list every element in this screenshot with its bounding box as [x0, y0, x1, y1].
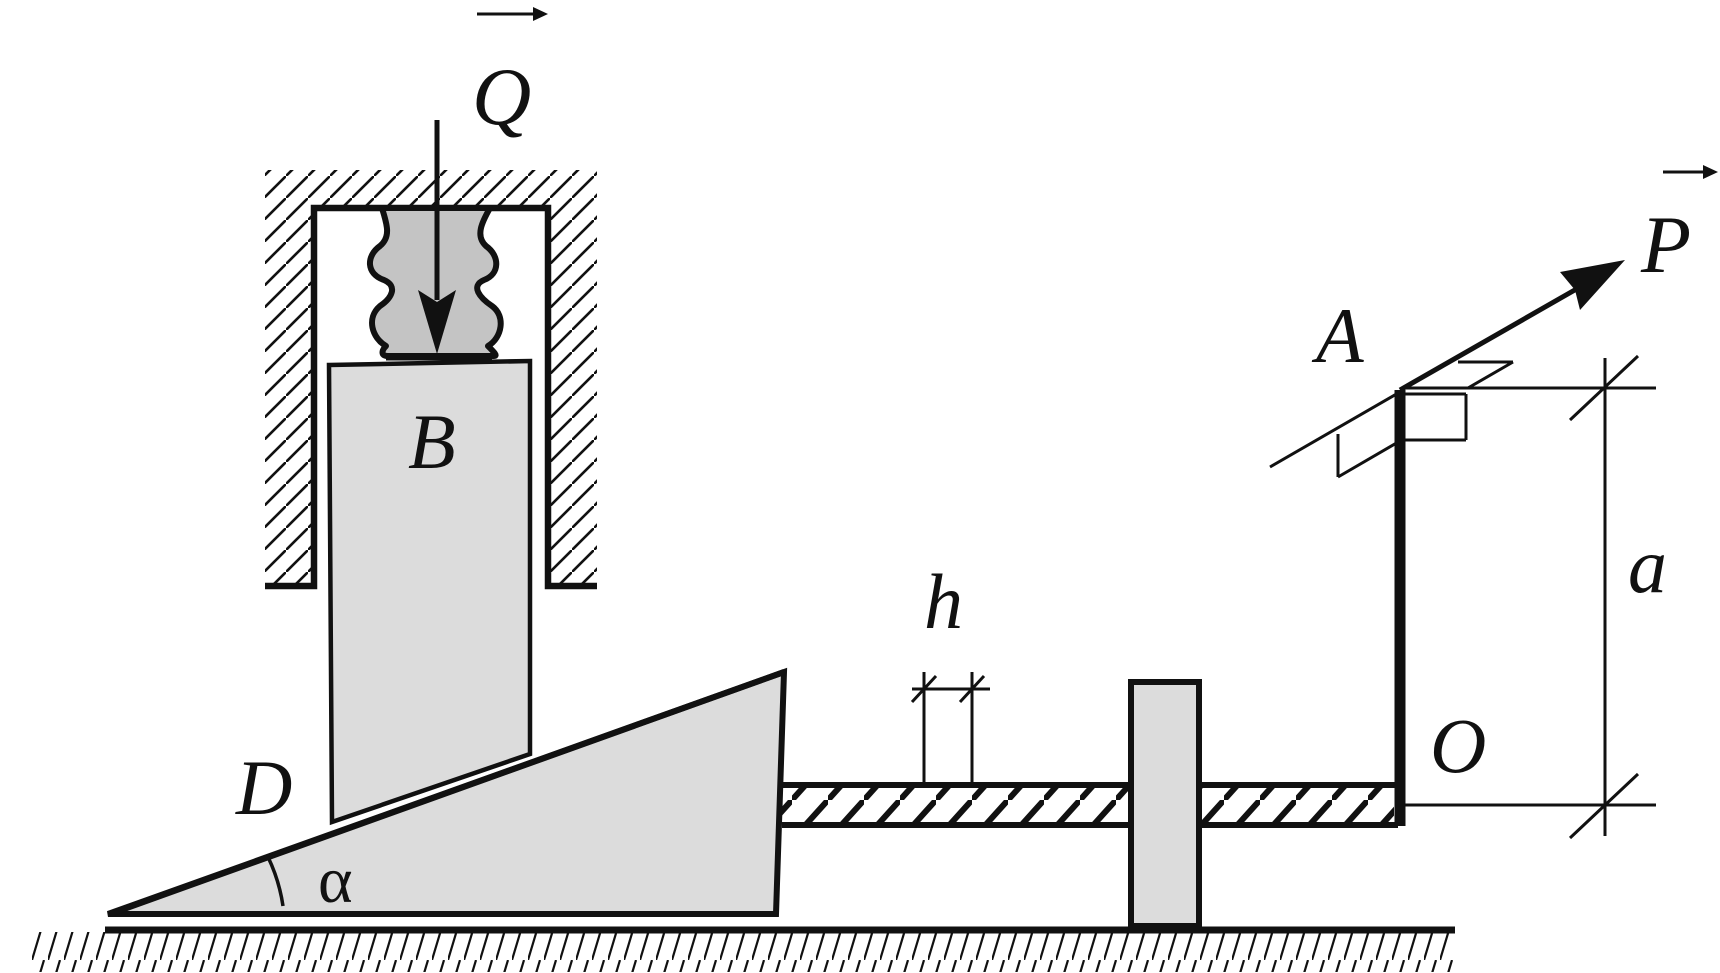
- label-h: h: [924, 558, 963, 645]
- threaded-rod-right: [1199, 782, 1398, 828]
- label-a: a: [1628, 522, 1667, 609]
- dimension-h: [910, 672, 990, 785]
- ground: [30, 926, 1455, 972]
- threaded-rod-left: [782, 782, 1131, 828]
- handle-at-A: [1269, 360, 1514, 479]
- nut-block: [1128, 679, 1202, 929]
- slider-block-B: [326, 358, 533, 826]
- label-B: B: [408, 398, 456, 485]
- force-P-arrow: [1398, 260, 1625, 393]
- label-P: P: [1640, 199, 1691, 290]
- angle-alpha-marker: [266, 856, 285, 907]
- label-O: O: [1430, 702, 1486, 789]
- label-A: A: [1311, 292, 1364, 379]
- label-alpha: α: [318, 844, 353, 917]
- label-D: D: [235, 744, 292, 831]
- wedge: [106, 667, 788, 917]
- vector-bar-P: [1663, 165, 1718, 179]
- dimension-a: [1405, 354, 1656, 840]
- label-Q: Q: [472, 51, 531, 142]
- force-Q-arrow: [418, 120, 456, 354]
- vector-bar-Q: [477, 7, 548, 21]
